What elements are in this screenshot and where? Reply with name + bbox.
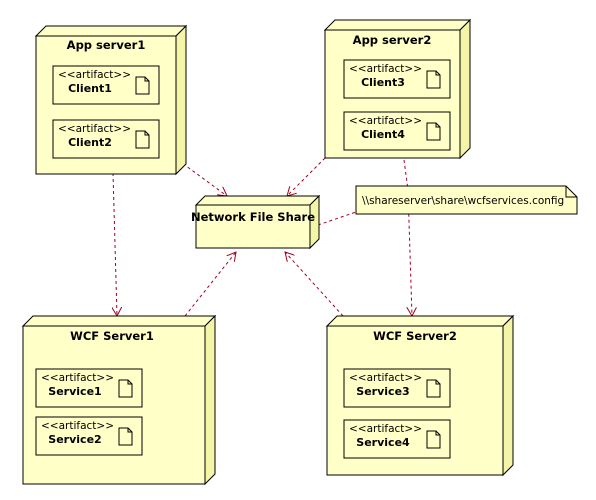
edge-app1-to-wcf1 [113, 172, 117, 316]
artifact-document-icon [118, 379, 133, 398]
edge-wcf1-to-share [184, 252, 236, 317]
node-network-file-share[interactable]: Network File Share [191, 194, 321, 250]
artifact-service3[interactable]: <<artifact>> Service3 [343, 368, 451, 408]
artifact-stereotype: <<artifact>> [41, 420, 114, 432]
artifact-name: Service1 [48, 385, 101, 398]
artifact-name: Client3 [361, 76, 405, 89]
node-title: WCF Server1 [70, 329, 154, 343]
artifact-stereotype: <<artifact>> [349, 63, 422, 75]
note-text: \\shareserver\share\wcfservices.config [362, 195, 564, 207]
artifact-stereotype: <<artifact>> [349, 372, 422, 384]
node-app-server1[interactable]: App server1 <<artifact>> Client1 <<artif… [34, 24, 188, 176]
artifact-name: Service3 [356, 385, 409, 398]
artifact-document-icon [118, 427, 133, 446]
artifact-name: Service2 [48, 433, 101, 446]
edge-app2-to-share [287, 157, 326, 196]
artifact-service1[interactable]: <<artifact>> Service1 [35, 368, 143, 408]
artifact-client1[interactable]: <<artifact>> Client1 [52, 65, 160, 105]
artifact-client3[interactable]: <<artifact>> Client3 [343, 59, 451, 99]
artifact-name: Client1 [68, 82, 112, 95]
artifact-document-icon [135, 130, 150, 149]
artifact-service2[interactable]: <<artifact>> Service2 [35, 416, 143, 456]
artifact-name: Client4 [361, 128, 405, 141]
artifact-stereotype: <<artifact>> [349, 115, 422, 127]
edge-app2-to-wcf2 [403, 159, 412, 316]
artifact-document-icon [426, 122, 441, 141]
artifact-stereotype: <<artifact>> [41, 372, 114, 384]
artifact-stereotype: <<artifact>> [58, 123, 131, 135]
artifact-client2[interactable]: <<artifact>> Client2 [52, 119, 160, 159]
edge-wcf2-to-share [285, 252, 344, 317]
edge-app1-to-share [177, 159, 227, 196]
node-app-server2[interactable]: App server2 <<artifact>> Client3 <<artif… [323, 18, 472, 160]
note[interactable]: \\shareserver\share\wcfservices.config [355, 185, 578, 215]
artifact-name: Client2 [68, 136, 112, 149]
artifact-document-icon [426, 379, 441, 398]
artifact-name: Service4 [356, 436, 410, 449]
artifact-document-icon [426, 70, 441, 89]
node-wcf-server2[interactable]: WCF Server2 <<artifact>> Service3 <<arti… [325, 314, 515, 477]
artifact-stereotype: <<artifact>> [349, 423, 422, 435]
artifact-document-icon [135, 76, 150, 95]
node-title: Network File Share [191, 210, 315, 224]
node-wcf-server1[interactable]: WCF Server1 <<artifact>> Service1 <<arti… [21, 314, 217, 486]
note-anchor-line [317, 211, 357, 226]
artifact-stereotype: <<artifact>> [58, 69, 131, 81]
node-title: WCF Server2 [373, 329, 457, 343]
artifact-service4[interactable]: <<artifact>> Service4 [343, 419, 451, 459]
node-title: App server1 [67, 38, 146, 52]
node-title: App server2 [353, 33, 432, 47]
artifact-client4[interactable]: <<artifact>> Client4 [343, 111, 451, 151]
artifact-document-icon [426, 430, 441, 449]
